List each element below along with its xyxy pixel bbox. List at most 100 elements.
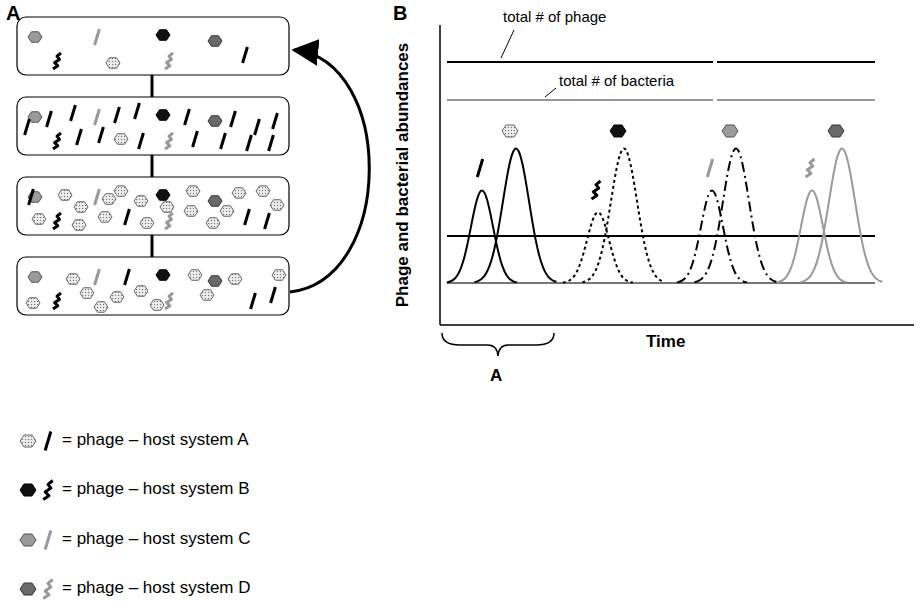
legend-symbol — [20, 481, 53, 500]
total-bacteria-line — [717, 99, 875, 101]
bacterium-icon — [193, 131, 198, 147]
bacterium-icon — [273, 113, 278, 129]
phage-icon — [208, 116, 222, 127]
bacterium-icon — [247, 135, 252, 151]
bacterium-icon — [165, 53, 173, 69]
bacterium-icon — [95, 29, 100, 45]
phage-icon — [156, 190, 170, 201]
bacterium-icon — [95, 269, 100, 285]
bacterium-icon — [95, 189, 100, 205]
total-phage-line — [447, 61, 713, 63]
phage-icon — [28, 32, 42, 43]
abundance-curve — [582, 149, 664, 283]
legend-text: = phage – host system C — [62, 529, 251, 549]
panel-label: B — [393, 2, 407, 25]
phage-icon — [106, 58, 120, 69]
phage-icon — [156, 270, 170, 281]
phage-icon — [270, 200, 284, 211]
legend-symbol — [20, 531, 51, 550]
leader-line — [545, 88, 556, 97]
abundance-curve — [800, 149, 882, 283]
cycle-arrow — [290, 50, 369, 292]
phage-icon — [140, 218, 154, 229]
bacterium-icon — [245, 209, 250, 225]
bracket — [442, 333, 554, 356]
phage-icon — [156, 110, 170, 121]
bacterium-icon — [165, 293, 173, 309]
stage-link — [151, 155, 154, 177]
phage-icon — [114, 186, 128, 197]
bacterium-icon — [45, 432, 51, 451]
total-bacteria-line — [447, 99, 713, 101]
annotation: total # of phage — [503, 8, 606, 25]
phage-icon — [150, 300, 164, 311]
bacterium-icon — [139, 133, 144, 149]
bacterium-icon — [265, 213, 270, 229]
phage-icon — [722, 125, 738, 137]
bacterium-icon — [806, 159, 815, 177]
phage-icon — [220, 206, 234, 217]
community-snapshot — [17, 177, 289, 235]
phage-icon — [66, 274, 80, 285]
phage-icon — [256, 186, 270, 197]
phage-icon — [184, 206, 198, 217]
axis-title: Phage and bacterial abundances — [393, 43, 413, 308]
phage-icon — [74, 202, 88, 213]
phage-icon — [94, 302, 108, 313]
y-axis — [439, 25, 441, 325]
bacterium-icon — [43, 580, 53, 599]
phage-icon — [186, 186, 200, 197]
phage-icon — [58, 190, 72, 201]
bacterium-icon — [255, 119, 260, 135]
bacterium-icon — [243, 47, 248, 63]
total-phage-line — [717, 61, 875, 63]
community-snapshot — [17, 97, 289, 155]
baseline — [447, 282, 875, 284]
bacterium-icon — [43, 481, 53, 500]
bacterium-icon — [77, 129, 82, 145]
bacterium-icon — [165, 213, 173, 229]
phage-icon — [20, 534, 36, 546]
snapshot-frame — [17, 17, 289, 75]
phage-icon — [28, 272, 42, 283]
bacterium-icon — [185, 109, 190, 125]
bacterium-icon — [165, 133, 173, 149]
snapshot-frame — [17, 97, 289, 155]
panel-label: A — [6, 2, 20, 25]
axis-title: Time — [646, 332, 685, 352]
phage-icon — [102, 194, 116, 205]
bacterium-icon — [45, 531, 51, 550]
bacterium-icon — [251, 293, 256, 309]
abundance-curve — [694, 149, 776, 283]
phage-icon — [110, 292, 124, 303]
bacterium-icon — [25, 119, 30, 135]
phage-icon — [26, 298, 40, 309]
bacterium-icon — [53, 53, 61, 69]
phage-icon — [208, 196, 222, 207]
panel-b-chart — [440, 25, 914, 356]
bacterium-icon — [53, 293, 61, 309]
phage-icon — [232, 188, 246, 199]
legend-text: = phage – host system B — [62, 479, 250, 499]
phage-icon — [20, 484, 36, 496]
bacterium-icon — [269, 135, 274, 151]
community-snapshot — [17, 17, 289, 75]
bacterium-icon — [707, 159, 712, 177]
legend-symbol — [20, 432, 51, 451]
legend-text: = phage – host system A — [62, 430, 249, 450]
stage-link — [151, 235, 154, 257]
x-axis — [440, 324, 914, 326]
bacterium-icon — [592, 181, 601, 199]
phage-icon — [114, 134, 128, 145]
leader-line — [501, 30, 514, 58]
phage-icon — [80, 288, 94, 299]
phage-icon — [160, 202, 174, 213]
phage-icon — [228, 274, 242, 285]
bacterium-icon — [99, 127, 104, 143]
bacterium-icon — [135, 103, 140, 119]
snapshot-frame — [17, 177, 289, 235]
phage-icon — [134, 196, 148, 207]
panel-a-illustration — [17, 17, 369, 315]
bacterium-icon — [115, 107, 120, 123]
